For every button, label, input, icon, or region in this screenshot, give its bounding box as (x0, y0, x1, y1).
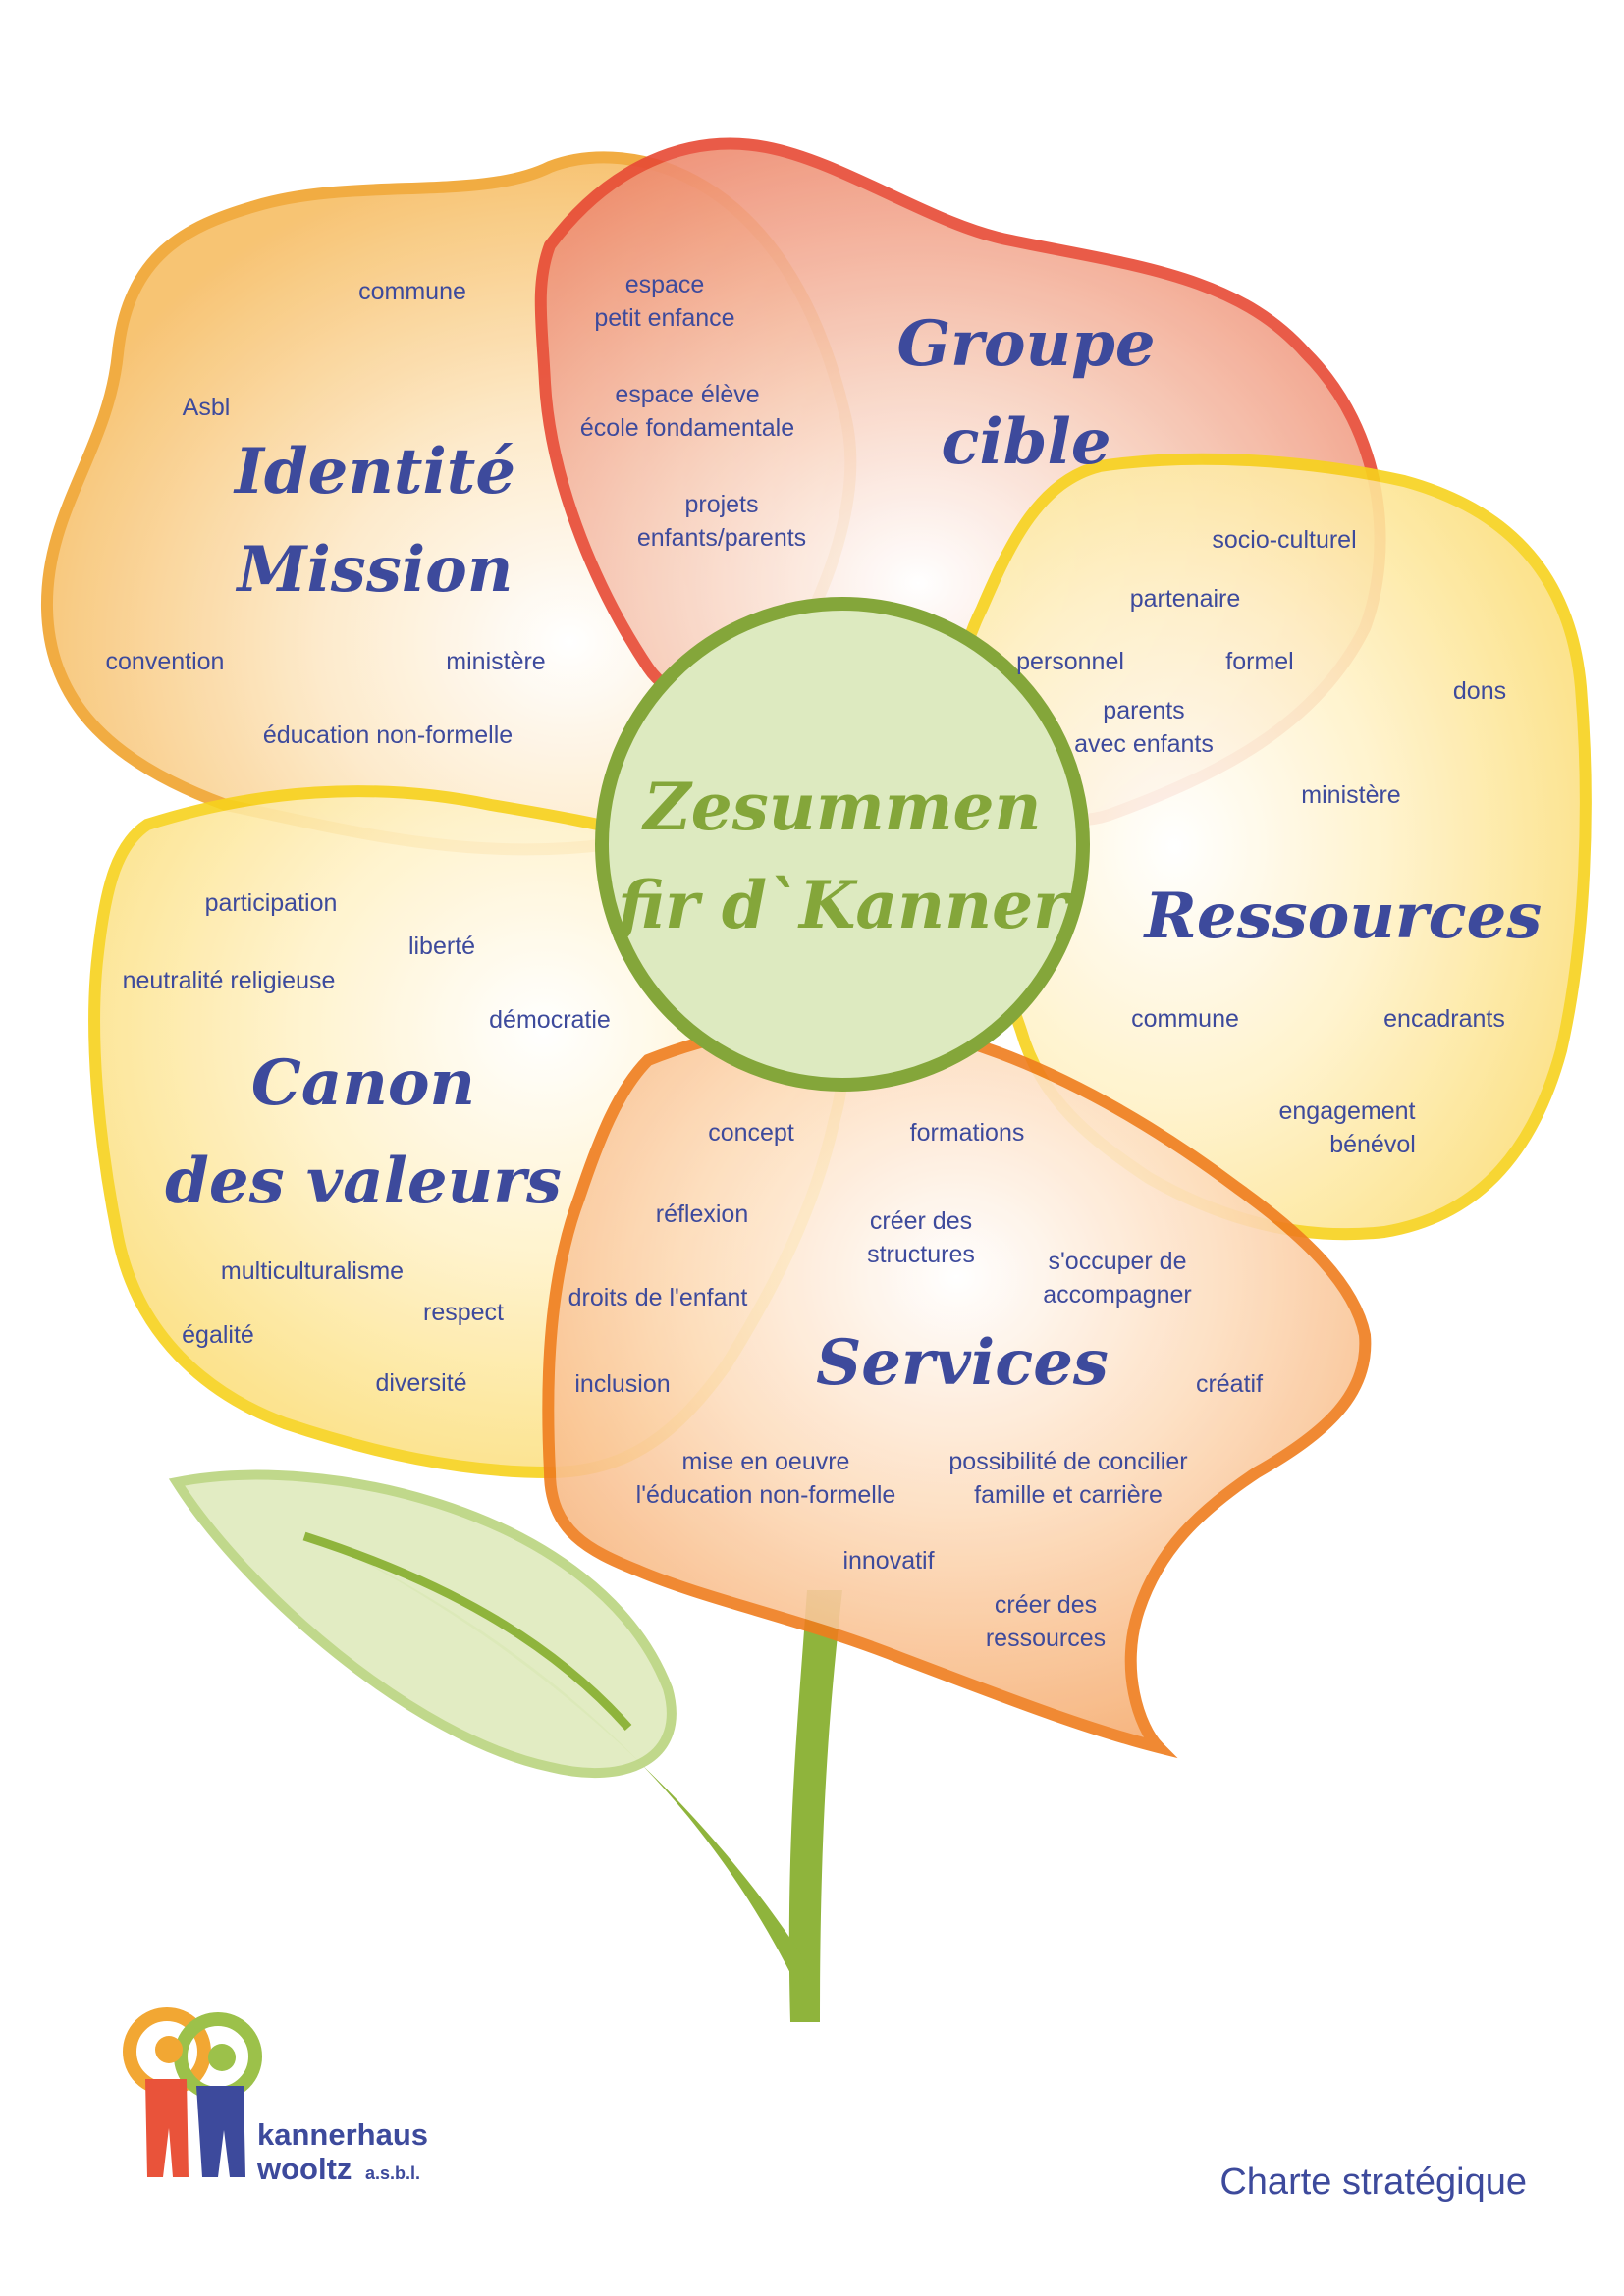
canon-keyword: diversité (375, 1369, 466, 1397)
services-keyword: réflexion (656, 1201, 749, 1228)
ressources-keyword: engagement (1278, 1097, 1415, 1125)
logo-name-line2: wooltz (256, 2152, 352, 2186)
logo-name-line1: kannerhaus (257, 2117, 428, 2152)
groupe-keyword: école fondamentale (580, 414, 794, 442)
petal-services (542, 1017, 1372, 1759)
center-title-line1: Zesummen (641, 769, 1042, 845)
canon-title-line2: des valeurs (165, 1145, 562, 1218)
leaf-vein (302, 1531, 632, 1731)
groupe-keyword: petit enfance (594, 304, 734, 332)
leaf (168, 1469, 677, 1779)
identite-keyword: convention (106, 648, 225, 675)
ressources-title: Ressources (1143, 880, 1543, 953)
logo-suffix: a.s.b.l. (365, 2163, 420, 2183)
ressources-keyword: commune (1131, 1005, 1239, 1033)
services-keyword: structures (867, 1241, 975, 1268)
kannerhaus-logo: kannerhaus wooltz a.s.b.l. (123, 2007, 428, 2186)
ressources-keyword: dons (1453, 677, 1506, 705)
ressources-keyword: encadrants (1383, 1005, 1505, 1033)
services-keyword: possibilité de concilier (948, 1448, 1187, 1475)
identite-title-line1: Identité (233, 435, 515, 508)
center-title-line2: fir d`Kanner (614, 867, 1071, 943)
ressources-keyword: formel (1225, 648, 1293, 675)
groupe-title-line2: cible (941, 405, 1110, 479)
services-keyword: ressources (986, 1625, 1106, 1652)
canon-keyword: respect (423, 1299, 504, 1326)
services-keyword: inclusion (574, 1370, 670, 1398)
services-keyword: famille et carrière (974, 1481, 1163, 1509)
ressources-keyword: bénévol (1329, 1131, 1416, 1158)
services-keyword: mise en oeuvre (682, 1448, 850, 1475)
identite-keyword: éducation non-formelle (263, 721, 513, 749)
services-keyword: créatif (1196, 1370, 1263, 1398)
canon-keyword: participation (205, 889, 338, 917)
services-keyword: innovatif (842, 1547, 934, 1575)
groupe-keyword: espace élève (615, 381, 759, 408)
services-keyword: créer des (995, 1591, 1097, 1619)
groupe-keyword: enfants/parents (637, 524, 806, 552)
stem (788, 1590, 842, 2022)
services-keyword: formations (910, 1119, 1025, 1147)
ressources-keyword: partenaire (1130, 585, 1241, 613)
ressources-keyword: parents (1103, 697, 1184, 724)
services-keyword: accompagner (1043, 1281, 1191, 1308)
groupe-title-line1: Groupe (896, 307, 1155, 381)
identite-keyword: ministère (446, 648, 545, 675)
services-keyword: créer des (870, 1207, 972, 1235)
ressources-keyword: avec enfants (1074, 730, 1214, 758)
canon-keyword: égalité (182, 1321, 254, 1349)
groupe-keyword: projets (684, 491, 758, 518)
canon-keyword: liberté (408, 933, 475, 960)
center-circle (595, 597, 1090, 1092)
canon-title-line1: Canon (251, 1046, 475, 1120)
services-keyword: concept (708, 1119, 794, 1147)
canon-keyword: multiculturalisme (221, 1257, 404, 1285)
ressources-keyword: ministère (1301, 781, 1400, 809)
services-keyword: s'occuper de (1049, 1248, 1187, 1275)
groupe-keyword: espace (625, 271, 705, 298)
services-keyword: droits de l'enfant (568, 1284, 748, 1311)
ressources-keyword: socio-culturel (1212, 526, 1356, 554)
services-keyword: l'éducation non-formelle (636, 1481, 896, 1509)
services-title: Services (816, 1326, 1109, 1400)
ressources-keyword: personnel (1016, 648, 1124, 675)
canon-keyword: démocratie (489, 1006, 611, 1034)
identite-keyword: commune (358, 278, 466, 305)
charte-label: Charte stratégique (1219, 2162, 1527, 2203)
identite-keyword: Asbl (183, 394, 231, 421)
canon-keyword: neutralité religieuse (123, 967, 336, 994)
identite-title-line2: Mission (236, 533, 514, 607)
